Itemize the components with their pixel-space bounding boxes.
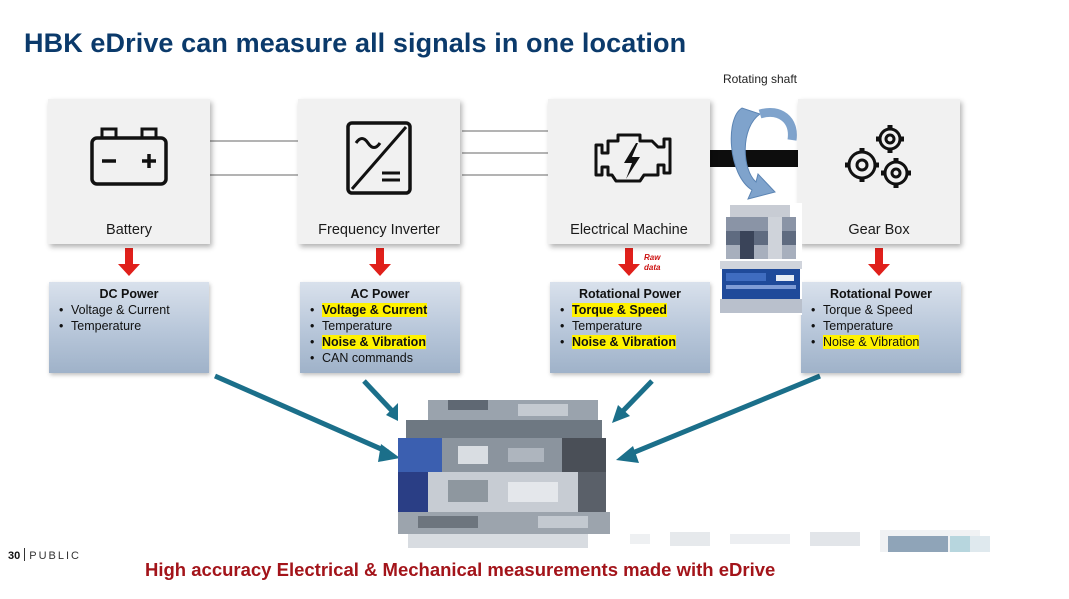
signal-item: Voltage & Current <box>55 302 203 318</box>
signal-item: Noise & Vibration <box>306 334 454 350</box>
signal-item: Noise & Vibration <box>807 334 955 350</box>
gear-box-card: Gear Box <box>798 99 960 244</box>
signal-heading: Rotational Power <box>578 287 682 301</box>
battery-icon <box>90 127 168 186</box>
electrical-machine-card: Electrical Machine <box>548 99 710 244</box>
signal-list: Voltage & Current Temperature <box>55 302 203 334</box>
signal-item: Temperature <box>306 318 454 334</box>
rotating-shaft-label: Rotating shaft <box>722 72 798 86</box>
signal-list: Voltage & Current Temperature Noise & Vi… <box>306 302 454 366</box>
slide-title: HBK eDrive can measure all signals in on… <box>24 28 687 58</box>
power-cables <box>210 130 550 176</box>
signal-box-dc: DC Power Voltage & Current Temperature <box>49 282 209 373</box>
frequency-inverter-card: Frequency Inverter <box>298 99 460 244</box>
signal-box-ac: AC Power Voltage & Current Temperature N… <box>300 282 460 373</box>
data-flow-arrows <box>213 373 821 463</box>
signal-item: Temperature <box>556 318 704 334</box>
signal-item: Temperature <box>807 318 955 334</box>
signal-box-rotational-gearbox: Rotational Power Torque & Speed Temperat… <box>801 282 961 373</box>
frequency-inverter-label: Frequency Inverter <box>318 222 440 238</box>
signal-item: Torque & Speed <box>807 302 955 318</box>
signal-item: Noise & Vibration <box>556 334 704 350</box>
electrical-machine-label: Electrical Machine <box>570 222 688 238</box>
battery-label: Battery <box>106 222 152 238</box>
gear-box-label: Gear Box <box>848 222 910 238</box>
raw-data-label: Raw data <box>644 253 661 272</box>
classification-label: PUBLIC <box>29 550 81 562</box>
inverter-icon <box>346 121 412 195</box>
rotation-arrow-icon <box>730 107 797 200</box>
gears-icon <box>845 125 911 188</box>
signal-heading: AC Power <box>350 287 410 301</box>
footer-tagline: High accuracy Electrical & Mechanical me… <box>145 559 776 580</box>
signal-item: Temperature <box>55 318 203 334</box>
obscured-banner <box>610 522 1012 564</box>
signal-item: Voltage & Current <box>306 302 454 318</box>
torque-sensor-image <box>720 203 802 315</box>
edrive-device-image <box>398 396 610 552</box>
signal-list: Torque & Speed Temperature Noise & Vibra… <box>556 302 704 350</box>
signal-item: CAN commands <box>306 350 454 366</box>
signal-box-rotational-machine: Rotational Power Torque & Speed Temperat… <box>550 282 710 373</box>
signal-heading: Rotational Power <box>829 287 933 301</box>
engine-icon <box>594 133 672 183</box>
down-arrows <box>118 248 890 276</box>
rotating-shaft <box>710 150 802 167</box>
battery-card: Battery <box>48 99 210 244</box>
signal-list: Torque & Speed Temperature Noise & Vibra… <box>807 302 955 350</box>
signal-heading: DC Power <box>99 287 159 301</box>
signal-item: Torque & Speed <box>556 302 704 318</box>
